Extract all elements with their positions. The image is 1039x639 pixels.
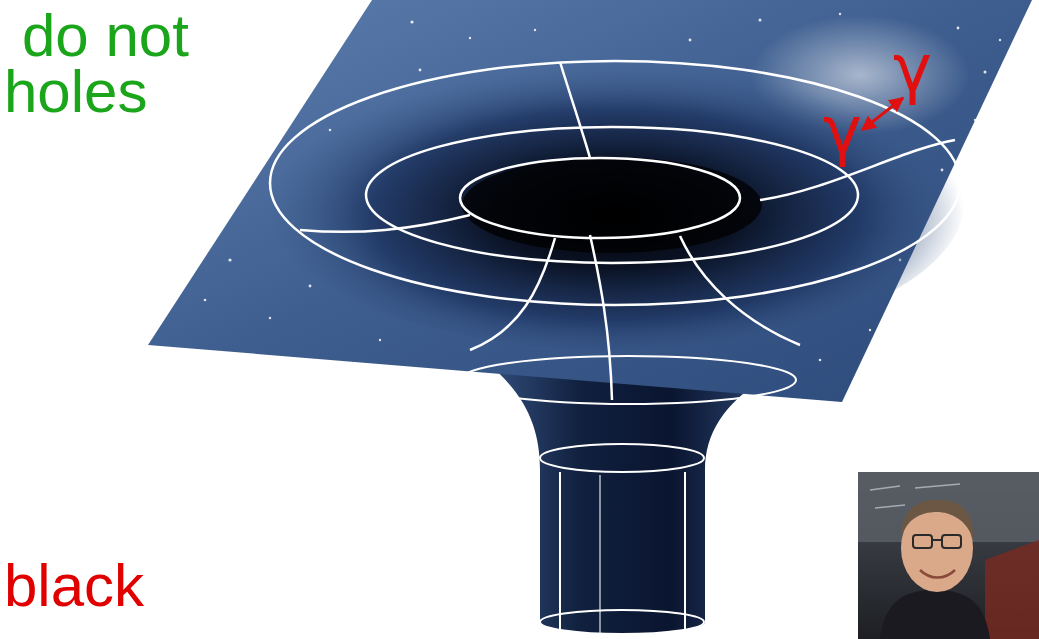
photon-symbol: γ [823, 98, 862, 164]
slide-text: black [4, 556, 144, 616]
slide-text: holes [4, 62, 147, 122]
exchange-arrow [862, 98, 903, 130]
portrait-photo [858, 472, 1039, 639]
slide-text: do not [22, 6, 189, 66]
photon-symbol: γ [893, 36, 932, 102]
